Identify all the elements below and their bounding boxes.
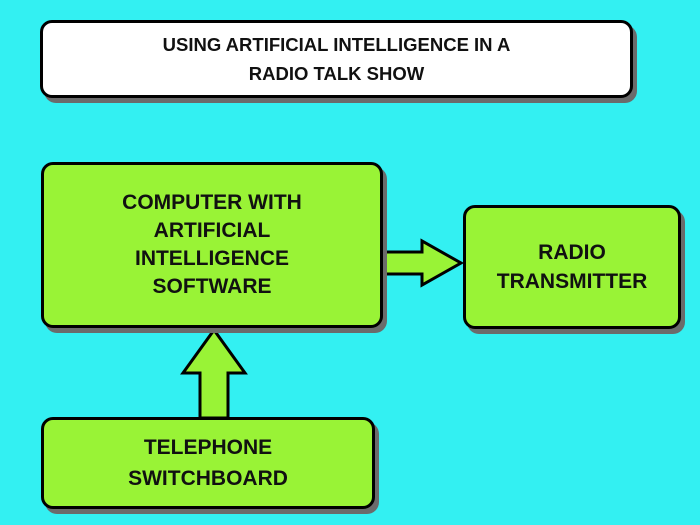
radio-transmitter-node: RADIO TRANSMITTER — [463, 205, 681, 329]
diagram-title: USING ARTIFICIAL INTELLIGENCE IN A RADIO… — [40, 20, 633, 98]
telephone-switchboard-node: TELEPHONE SWITCHBOARD — [41, 417, 375, 509]
computer-ai-node: COMPUTER WITH ARTIFICIAL INTELLIGENCE SO… — [41, 162, 383, 328]
